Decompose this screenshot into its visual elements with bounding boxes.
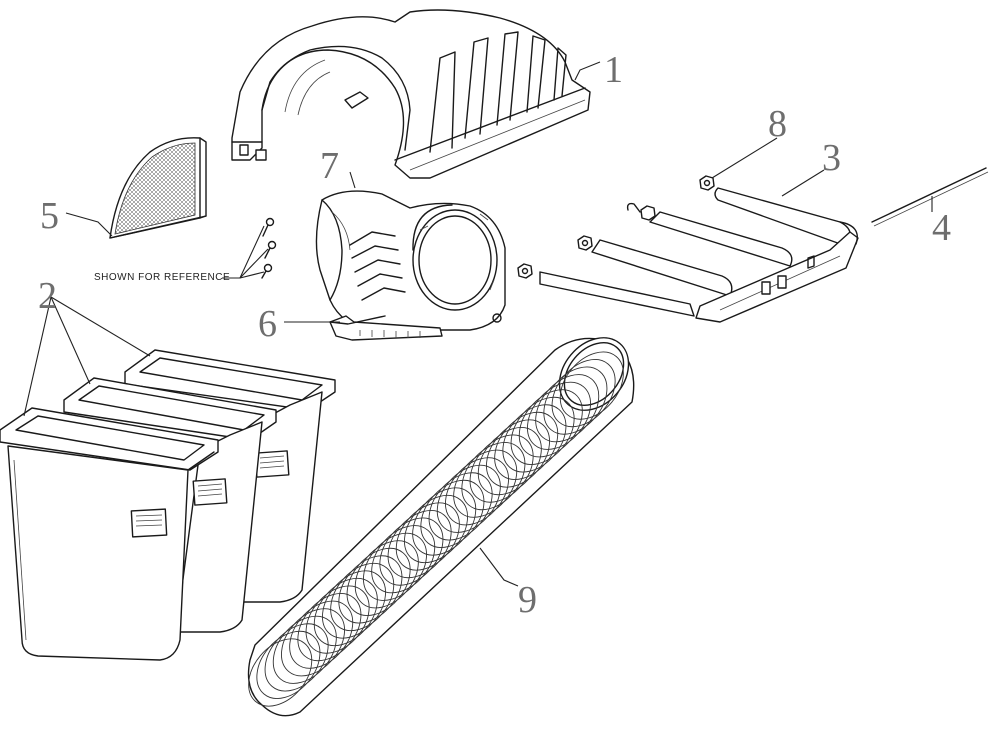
callout-3: 3 (822, 137, 841, 179)
hardware-nuts (517, 175, 715, 279)
blower-adapter (315, 190, 506, 331)
callout-9: 9 (518, 579, 537, 621)
callout-8: 8 (768, 103, 787, 145)
mesh-screen (109, 137, 207, 239)
flex-hose (247, 337, 635, 717)
leader-lines (23, 61, 933, 587)
hose-rib (248, 638, 313, 707)
callout-5: 5 (40, 195, 59, 237)
callout-7: 7 (320, 145, 339, 187)
bagger-frame (539, 187, 859, 323)
shown-for-reference-note: SHOWN FOR REFERENCE (94, 272, 230, 283)
collection-bags (0, 349, 336, 661)
callout-4: 4 (932, 207, 951, 249)
callout-1: 1 (604, 49, 623, 91)
callout-2: 2 (38, 275, 57, 317)
reference-clips (222, 217, 277, 279)
hood-cover (231, 9, 591, 179)
callout-6: 6 (258, 303, 277, 345)
support-rod (871, 167, 989, 227)
latch-rod (329, 315, 443, 341)
